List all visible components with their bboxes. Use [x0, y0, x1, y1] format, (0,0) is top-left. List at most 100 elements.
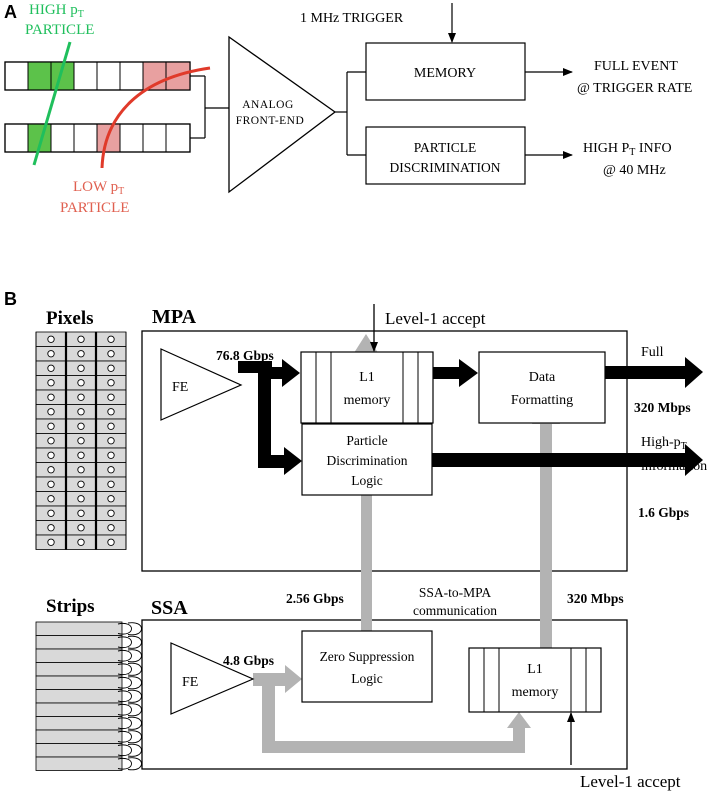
pixel-bump	[107, 364, 115, 372]
zs-bypass-arrowhead	[507, 712, 531, 728]
strip	[35, 702, 123, 717]
pixel-bump	[77, 480, 85, 488]
pixel-bump	[107, 524, 115, 532]
full-event-label-1: FULL EVENT	[594, 59, 678, 74]
fe-to-pdl-arrowhead	[284, 447, 302, 475]
wire-bond	[117, 690, 132, 703]
pixel-bump	[77, 408, 85, 416]
pixel-bump	[107, 437, 115, 445]
full-event-out-label-1: Full	[641, 345, 664, 360]
wire-bond	[127, 703, 142, 717]
pixel-bump	[77, 335, 85, 343]
pixel-bump	[47, 350, 55, 358]
low-pt-particle-label: PARTICLE	[60, 200, 129, 216]
low-pt-track	[100, 66, 211, 169]
wire-bond	[127, 649, 142, 663]
pixel-bump	[77, 495, 85, 503]
pixel-bump	[47, 379, 55, 387]
mpa-l1-label-1: L1	[359, 370, 375, 385]
pixel-bump	[47, 451, 55, 459]
wire-bond	[117, 676, 132, 689]
mpa-fe-rate: 76.8 Gbps	[216, 348, 274, 363]
high-pt-track	[32, 41, 72, 166]
mpa-l1-accept-label: Level-1 accept	[385, 309, 486, 328]
trigger-label: 1 MHz TRIGGER	[300, 11, 404, 26]
pixel-bump	[107, 495, 115, 503]
strip	[35, 635, 123, 650]
mpa-l1-memory	[300, 351, 434, 424]
pixel-bump	[107, 422, 115, 430]
wire-bond	[117, 636, 132, 649]
pixel-bump	[47, 495, 55, 503]
pixels-title: Pixels	[46, 308, 94, 329]
pixel-bump	[77, 451, 85, 459]
zs-label-1: Zero Suppression	[320, 649, 415, 664]
high-pt-out-arrowhead	[685, 444, 703, 476]
zs-label-2: Logic	[351, 671, 383, 686]
high-pt-out-label-2: information	[641, 459, 707, 474]
wire-bond	[127, 730, 142, 744]
pd-logic-box	[301, 423, 433, 496]
sensor-row-top	[4, 61, 191, 91]
pixel-bump	[47, 393, 55, 401]
pixel-bump	[47, 437, 55, 445]
strip-sensor	[35, 621, 142, 771]
mpa-l1-label-2: memory	[344, 393, 391, 408]
pixel-bump	[47, 538, 55, 546]
strip	[35, 729, 123, 744]
wire-bond	[117, 622, 132, 635]
pixel-bump	[77, 437, 85, 445]
ssa-l1-accept-label: Level-1 accept	[580, 772, 681, 791]
pixel-bump	[47, 480, 55, 488]
ssa-l1-label-1: L1	[527, 662, 543, 677]
full-event-label-2: @ TRIGGER RATE	[577, 81, 692, 96]
wire-bond	[127, 716, 142, 730]
pixel-bump	[107, 509, 115, 517]
wire-bond	[117, 649, 132, 662]
pd-label-2: DISCRIMINATION	[390, 160, 501, 175]
mpa-fe	[160, 348, 243, 421]
full-event-out-label-2: Event	[641, 365, 674, 380]
hit-cell-green-top	[28, 62, 51, 90]
high-pt-label: HIGH pT	[29, 2, 84, 20]
pixel-bump	[77, 509, 85, 517]
pixel-bump	[107, 480, 115, 488]
strip	[35, 621, 123, 636]
pd-logic-label-2: Discrimination	[327, 453, 408, 468]
strip	[35, 743, 123, 758]
wire-bond	[117, 730, 132, 743]
pixel-bump	[47, 422, 55, 430]
high-pt-info-label-2: @ 40 MHz	[603, 163, 666, 178]
wire-bond	[117, 757, 132, 770]
pixel-bump	[77, 379, 85, 387]
analog-front-end	[228, 35, 337, 194]
ssa-mpa-comm-label-1: SSA-to-MPA	[419, 585, 492, 600]
wire-bond	[127, 635, 142, 649]
wire-bond	[117, 744, 132, 757]
pixel-bump	[107, 451, 115, 459]
pixel-bump	[77, 393, 85, 401]
pixel-bump	[77, 422, 85, 430]
strip	[35, 689, 123, 704]
pixel-bump	[77, 538, 85, 546]
pixel-matrix	[35, 331, 127, 550]
pixel-bump	[107, 350, 115, 358]
strip	[35, 756, 123, 771]
wire-bond	[127, 689, 142, 703]
full-event-out-arrowhead	[685, 357, 703, 388]
pixel-bump	[107, 466, 115, 474]
memory-label: MEMORY	[414, 66, 476, 81]
data-formatting-box	[478, 351, 606, 424]
full-event-out-rate: 320 Mbps	[634, 400, 691, 415]
ssa-fe-label: FE	[182, 675, 198, 690]
panel-a-label: A	[4, 2, 17, 22]
ssa-l1-memory	[468, 647, 602, 713]
pixel-bump	[77, 350, 85, 358]
strips-title: Strips	[46, 596, 95, 617]
pixel-bump	[47, 509, 55, 517]
gray-data-paths	[253, 665, 531, 753]
strip	[35, 662, 123, 677]
pixel-bump	[107, 408, 115, 416]
rate-320-label: 320 Mbps	[567, 591, 624, 606]
pd-label-1: PARTICLE	[414, 140, 476, 155]
